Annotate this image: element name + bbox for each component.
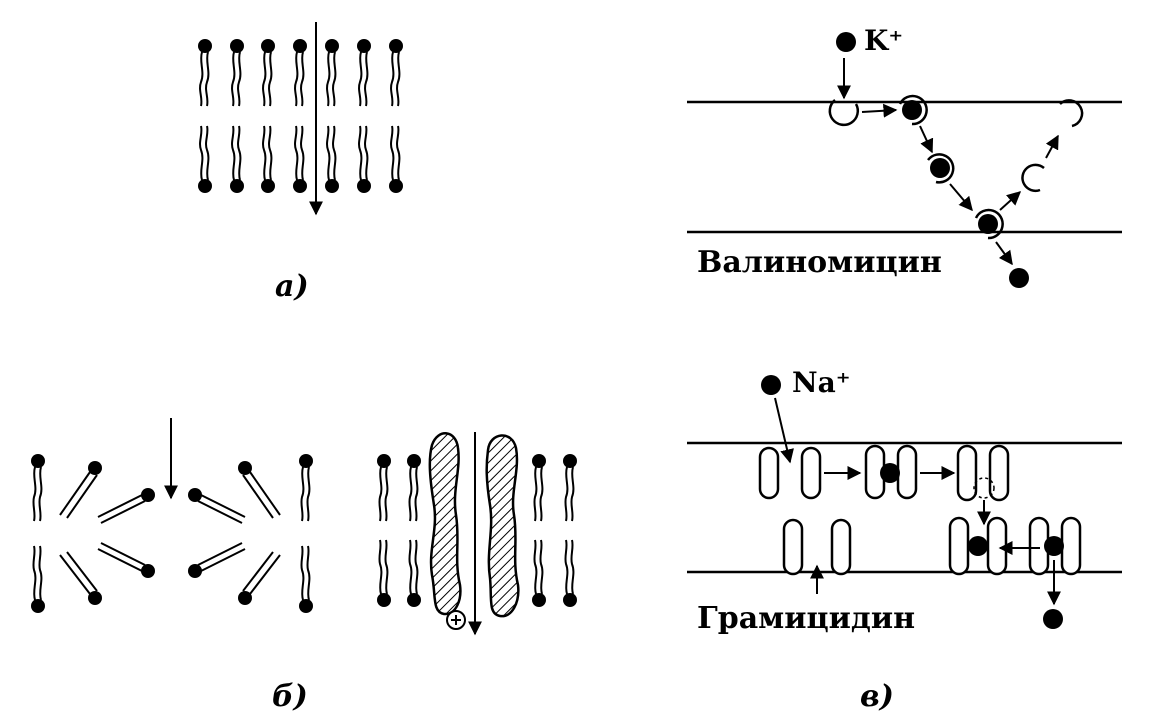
lipid-tilted-2	[59, 551, 102, 605]
panel-b-label: б)	[272, 679, 308, 714]
lipid-channel-bottom-4	[563, 539, 577, 607]
gramicidin-half-1a	[758, 446, 780, 500]
channel-ion-1	[880, 463, 900, 483]
released-ion-icon	[1009, 268, 1029, 288]
carrier-complex-2	[926, 153, 955, 184]
lipid-bottom-4	[293, 125, 307, 193]
lipid-channel-top-4	[563, 454, 577, 522]
carrier-complex-3	[974, 208, 1004, 240]
carrier-open-1	[828, 99, 860, 127]
carrier-arrow-2	[919, 125, 934, 154]
gramicidin-half-3b	[988, 444, 1010, 502]
lipid-channel-top-2	[407, 454, 421, 522]
lipid-bottom-5	[325, 125, 339, 193]
lipid-bottom-3	[261, 125, 275, 193]
gramicidin-half-2b	[896, 444, 918, 500]
gramicidin-half-5b	[986, 516, 1008, 576]
lipid-tilted-4	[97, 542, 155, 578]
lipid-top-4	[293, 39, 307, 107]
gramicidin-half-4a	[782, 518, 804, 576]
carrier-arrow-1	[861, 103, 898, 118]
gramicidin-half-4b	[830, 518, 852, 576]
carrier-open-2	[1021, 163, 1045, 193]
channel-protein-left	[428, 432, 462, 616]
lipid-upright-bottom-left	[31, 545, 45, 613]
lipid-channel-top-1	[377, 454, 391, 522]
lipid-top-6	[357, 39, 371, 107]
potassium-ion-label: K⁺	[864, 24, 903, 57]
panel-v-valinomycin: K⁺ Валиномицин	[687, 24, 1122, 288]
lipid-bottom-1	[198, 125, 212, 193]
lipid-channel-top-3	[532, 454, 546, 522]
lipid-upright-top-right	[299, 454, 313, 522]
na-entry-arrow	[774, 397, 794, 464]
carrier-arrow-3	[949, 183, 973, 212]
gramicidin-half-5a	[948, 516, 970, 576]
gramicidin-half-1b	[800, 446, 822, 500]
panel-b-pore-left	[31, 418, 313, 613]
channel-ion-3	[1044, 536, 1064, 556]
panel-b-channel-right	[377, 432, 577, 636]
carrier-return-arrow-1	[999, 191, 1022, 211]
lipid-tilted-1	[59, 461, 102, 519]
lipid-channel-bottom-1	[377, 539, 391, 607]
panel-v-label: в)	[860, 679, 894, 714]
gramicidin-label: Грамицидин	[697, 601, 915, 636]
panel-v-gramicidin: Na⁺ Грамицидин	[687, 366, 1122, 636]
channel-ion-2	[968, 536, 988, 556]
channel-protein-right	[485, 434, 520, 618]
potassium-ion-icon	[836, 32, 856, 52]
gramicidin-half-6b	[1060, 516, 1082, 576]
carrier-open-3	[1059, 99, 1084, 128]
lipid-tilted-6	[188, 542, 246, 578]
lipid-top-2	[230, 39, 244, 107]
lipid-tilted-8	[238, 551, 281, 605]
carrier-return-arrow-2	[1045, 134, 1059, 159]
lipid-bottom-7	[389, 125, 403, 193]
carrier-complex-1	[898, 94, 928, 126]
lipid-bottom-6	[357, 125, 371, 193]
lipid-tilted-5	[188, 488, 246, 524]
lipid-tilted-7	[238, 461, 281, 519]
lipid-top-3	[261, 39, 275, 107]
lipid-top-1	[198, 39, 212, 107]
lipid-channel-bottom-3	[532, 539, 546, 607]
valinomycin-label: Валиномицин	[697, 245, 942, 280]
gramicidin-half-3a	[956, 444, 978, 502]
sodium-ion-icon	[761, 375, 781, 395]
k-release-arrow	[995, 241, 1013, 266]
lipid-tilted-3	[97, 488, 155, 524]
positive-charge-icon	[446, 610, 466, 630]
channel-ion-dashed	[973, 477, 995, 499]
lipid-upright-bottom-right	[299, 545, 313, 613]
panel-a-label: а)	[275, 269, 309, 304]
released-na-icon	[1043, 609, 1063, 629]
lipid-bottom-2	[230, 125, 244, 193]
lipid-top-5	[325, 39, 339, 107]
sodium-ion-label: Na⁺	[792, 366, 851, 399]
lipid-upright-top-left	[31, 454, 45, 522]
lipid-top-7	[389, 39, 403, 107]
panel-a-bilayer	[198, 22, 403, 216]
lipid-channel-bottom-2	[407, 539, 421, 607]
